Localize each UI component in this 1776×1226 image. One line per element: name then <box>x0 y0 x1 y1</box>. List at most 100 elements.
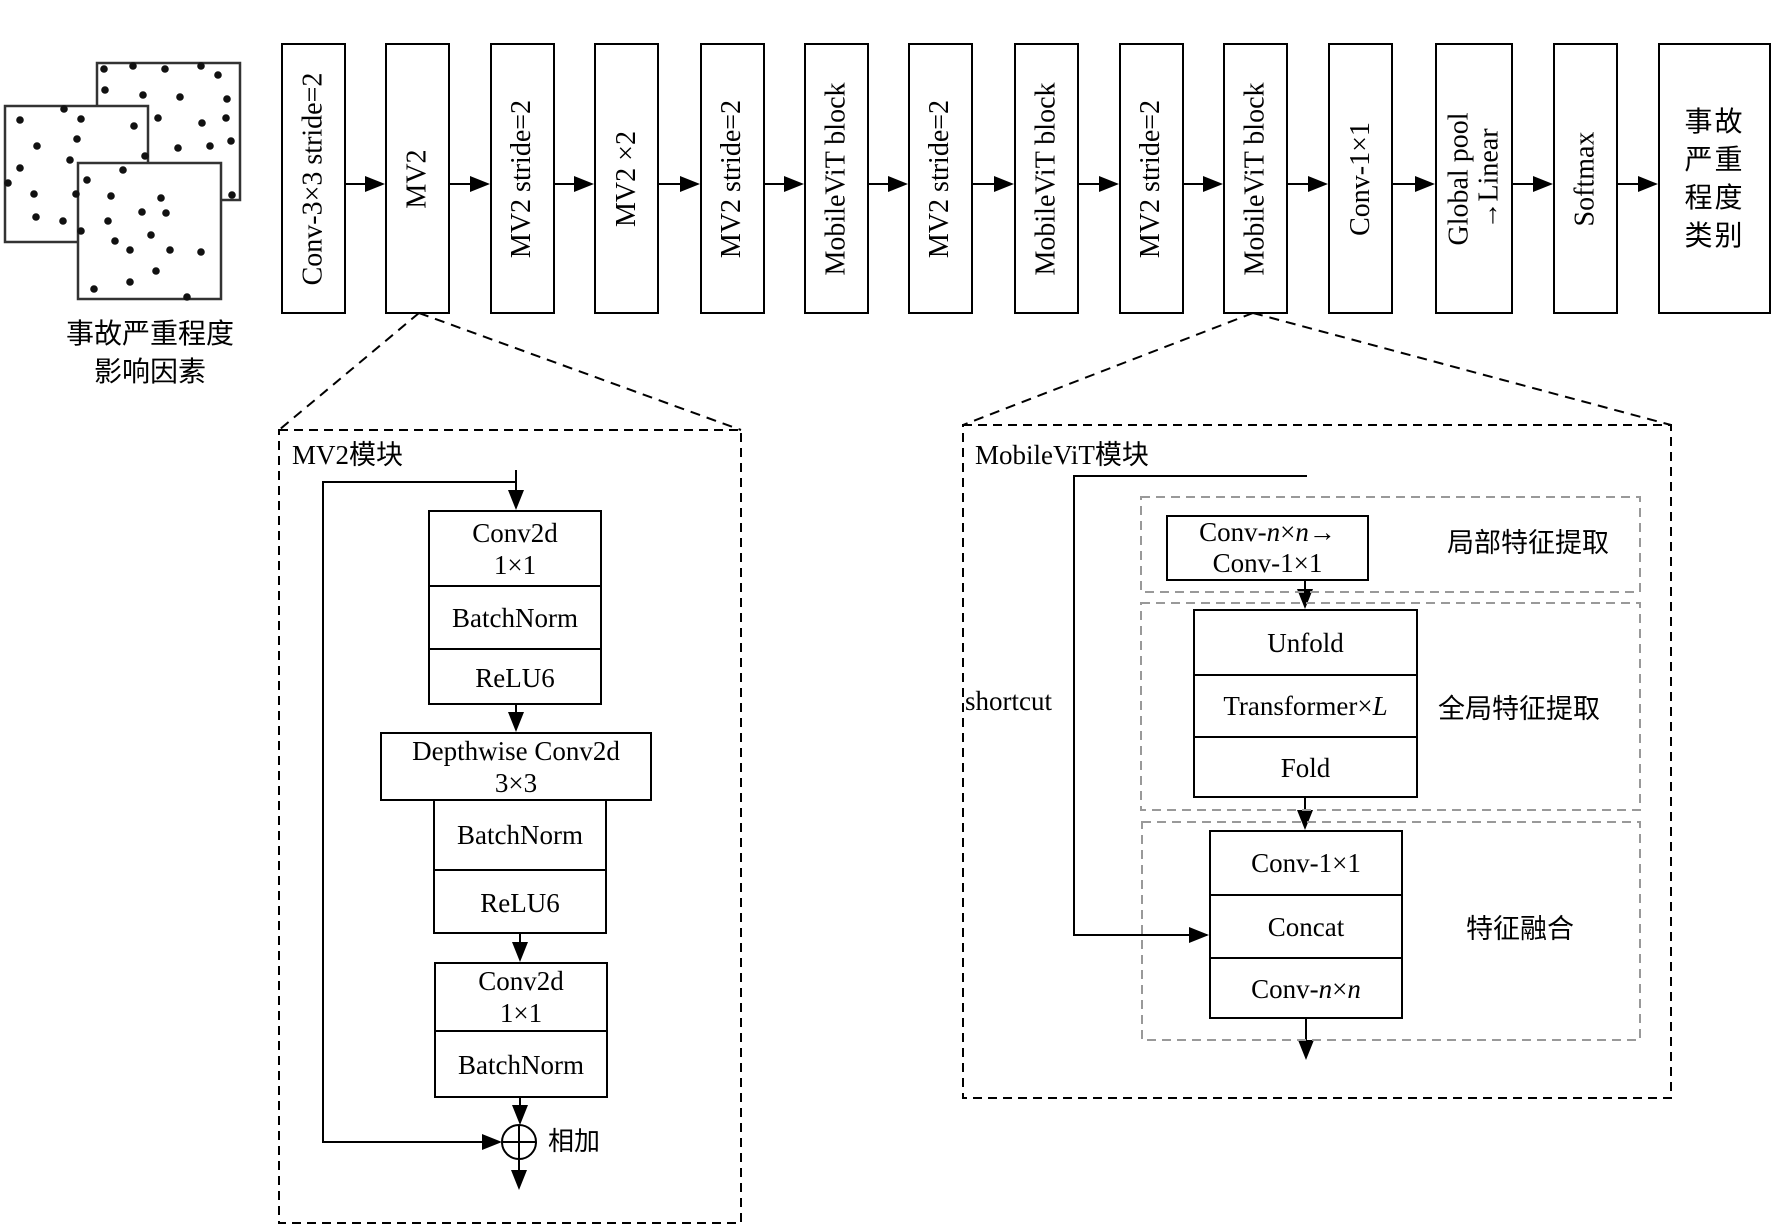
pipeline-arrow <box>555 176 594 192</box>
pipeline-arrow <box>1393 176 1435 192</box>
input-dot <box>174 144 182 152</box>
input-dot <box>166 246 174 254</box>
input-dot <box>130 122 138 130</box>
fusion-group-frame <box>1141 821 1641 1041</box>
input-dot <box>59 217 67 225</box>
input-dot <box>157 194 165 202</box>
pipeline-block-mv2: MV2 <box>385 43 450 314</box>
mv2-zoom-lines <box>278 312 742 431</box>
transformer-cell: Transformer×L <box>1195 674 1416 736</box>
pipeline-block-label: MV2 <box>401 148 433 209</box>
pipeline-block-mobilevit: MobileViT block <box>1014 43 1079 314</box>
input-image-stack <box>3 61 242 301</box>
fusion-conv1x1-cell: Conv-1×1 <box>1211 832 1401 894</box>
input-dot <box>198 119 206 127</box>
shortcut-label: shortcut <box>965 686 1052 716</box>
pipeline-block-label: MV2 stride=2 <box>1135 99 1167 258</box>
mv2-batchnorm-label: BatchNorm <box>452 602 578 633</box>
local-conv-line1: Conv-n×n→ <box>1199 517 1336 548</box>
input-dot <box>154 114 162 122</box>
mv2-module-title-text: MV2模块 <box>292 440 404 470</box>
input-dot <box>152 267 160 275</box>
output-label: 事故 严重 程度 类别 <box>1684 103 1744 255</box>
mobilevit-module-title: MobileViT模块 <box>975 438 1149 472</box>
mobilevit-module-frame <box>962 424 1672 1099</box>
concat-label: Concat <box>1267 911 1345 942</box>
input-dot <box>183 293 191 301</box>
input-dot <box>141 152 149 160</box>
pipeline-block-label: Conv-3×3 stride=2 <box>297 72 329 285</box>
mv2-output-arrow <box>511 1159 527 1190</box>
output-line: 严重 <box>1684 142 1745 176</box>
pipeline-arrow <box>659 176 700 192</box>
mv2-conv2d-label: Conv2d <box>478 966 564 996</box>
input-dot <box>228 191 236 199</box>
input-image-dots <box>4 62 236 301</box>
input-dot <box>162 209 170 217</box>
pipeline-arrow <box>1618 176 1658 192</box>
local-conv-arrow: → <box>1308 517 1336 547</box>
input-dot <box>4 179 12 187</box>
global-feature-label: 全局特征提取 <box>1438 694 1600 725</box>
pipeline-arrow <box>1079 176 1119 192</box>
convnxn-prefix: Conv- <box>1251 974 1319 1004</box>
input-dot <box>32 213 40 221</box>
input-dot <box>129 62 137 70</box>
input-dot <box>66 156 74 164</box>
mv2-batchnorm-cell: BatchNorm <box>435 801 605 869</box>
input-dot <box>90 285 98 293</box>
input-dot <box>83 176 91 184</box>
mv2-relu6-cell: ReLU6 <box>435 869 605 934</box>
input-dot <box>107 192 115 200</box>
input-dot <box>100 65 108 73</box>
fusion-convnxn-label: Conv-n×n <box>1251 972 1361 1006</box>
input-dot <box>33 142 41 150</box>
pipeline-arrow <box>869 176 908 192</box>
mv2-conv2d-size: 1×1 <box>499 998 543 1028</box>
input-dot <box>227 137 235 145</box>
local-conv-prefix: Conv- <box>1199 517 1267 547</box>
output-line: 事故 <box>1684 104 1745 138</box>
mv2-skip-connection <box>322 481 516 1143</box>
input-dot <box>77 227 85 235</box>
input-dot <box>16 116 24 124</box>
mv2-arrow <box>512 934 528 962</box>
pipeline-arrow <box>1184 176 1223 192</box>
local-conv-line2: Conv-1×1 <box>1212 548 1323 578</box>
mv2-batchnorm-cell: BatchNorm <box>436 1030 606 1098</box>
fusion-conv1x1-label: Conv-1×1 <box>1251 848 1361 878</box>
pipeline-block-label: MV2 stride=2 <box>506 99 538 258</box>
mv2-depthwise-conv: Depthwise Conv2d 3×3 <box>380 732 652 801</box>
output-line: 类别 <box>1684 218 1745 252</box>
local-conv-cell: Conv-n×n→ Conv-1×1 <box>1168 517 1367 579</box>
pipeline-arrow <box>1288 176 1328 192</box>
global-feature-block: Unfold Transformer×L Fold <box>1193 609 1418 798</box>
mobilevit-output-arrow <box>1298 1019 1314 1060</box>
mv2-relu6-label: ReLU6 <box>480 887 560 918</box>
pipeline-block-label: Conv-1×1 <box>1344 121 1376 236</box>
pipeline-arrow <box>450 176 490 192</box>
mv2-block1: Conv2d 1×1 BatchNorm ReLU6 <box>428 510 602 705</box>
fusion-block: Conv-1×1 Concat Conv-n×n <box>1209 830 1403 1019</box>
mobilevit-arrow <box>1297 798 1313 830</box>
input-dot <box>222 114 230 122</box>
local-feature-group-frame <box>1140 496 1641 593</box>
unfold-cell: Unfold <box>1195 611 1416 674</box>
input-dot <box>206 142 214 150</box>
input-dot <box>139 91 147 99</box>
mv2-arrow <box>508 705 524 732</box>
input-dot <box>126 278 134 286</box>
input-dot <box>111 237 119 245</box>
mv2-arrow <box>512 1098 528 1125</box>
convnxn-times: × <box>1332 974 1348 1004</box>
pipeline-block-output: 事故 严重 程度 类别 <box>1658 43 1771 314</box>
concat-cell: Concat <box>1211 894 1401 957</box>
input-dot <box>126 246 134 254</box>
pipeline-block-mv2-stride: MV2 stride=2 <box>700 43 765 314</box>
pipeline-block-label: Softmax <box>1569 131 1601 226</box>
mv2-input-arrow <box>508 470 524 510</box>
input-dot <box>60 105 68 113</box>
input-dot <box>101 86 109 94</box>
